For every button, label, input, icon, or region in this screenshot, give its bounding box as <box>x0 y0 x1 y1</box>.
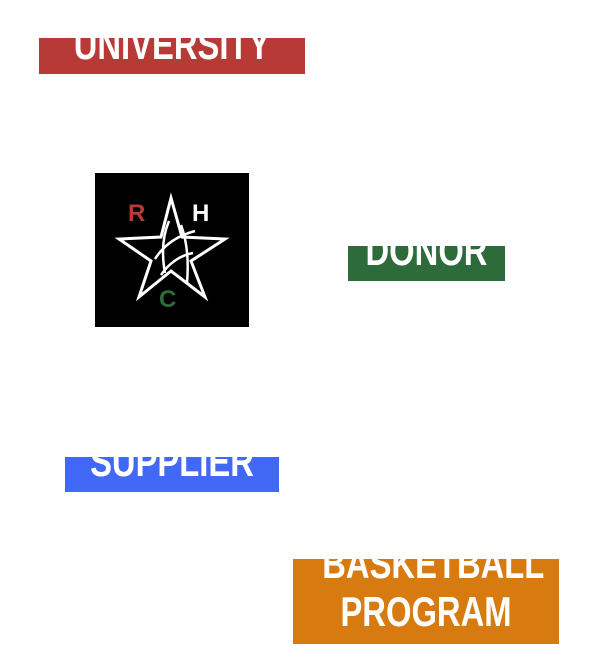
donor-label: DONOR <box>365 246 488 274</box>
basketball-program-node: BASKETBALL PROGRAM <box>293 559 559 644</box>
donor-node: DONOR <box>348 246 505 281</box>
basketball-label-line2: PROGRAM <box>340 588 512 635</box>
university-node: UNIVERSITY <box>39 38 305 74</box>
star-basketball-icon: R H C <box>95 173 249 327</box>
logo-letter-h: H <box>192 200 209 227</box>
logo-letter-r: R <box>128 200 145 227</box>
supplier-label: SUPPLIER <box>90 457 254 485</box>
supplier-node: SUPPLIER <box>65 457 279 492</box>
basketball-label-line1: BASKETBALL <box>322 559 545 587</box>
university-label: UNIVERSITY <box>73 38 271 68</box>
logo-letter-c: C <box>159 286 176 313</box>
rhc-logo: R H C <box>95 173 249 327</box>
